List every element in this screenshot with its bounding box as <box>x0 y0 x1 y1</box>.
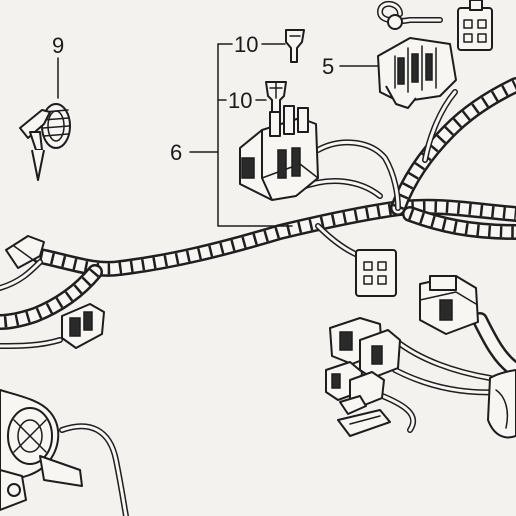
main-harness <box>32 198 516 277</box>
left-lower-connector <box>0 303 105 349</box>
middle-connector-wire <box>315 223 363 259</box>
fuse-box <box>239 105 319 201</box>
top-right-connector <box>457 0 493 51</box>
callout-9: 9 <box>52 33 64 58</box>
callout-5: 5 <box>322 54 334 79</box>
right-large-connector <box>419 275 479 335</box>
callout-10-middle: 10 <box>228 88 252 113</box>
lower-right-wires <box>377 312 516 433</box>
harness-branch-left-lower <box>0 264 103 330</box>
callout-6: 6 <box>170 140 182 165</box>
left-bullet-connector <box>0 235 45 291</box>
regulator <box>377 37 457 109</box>
ignition-switch <box>0 389 129 516</box>
ring-terminal <box>376 1 443 30</box>
harness-branch-right <box>402 206 516 240</box>
middle-connector <box>355 249 397 297</box>
callout-leaders <box>57 43 379 227</box>
callout-10-top: 10 <box>234 32 258 57</box>
clip-fastener <box>19 103 71 181</box>
lower-connector-cluster <box>325 317 401 437</box>
fuse-top <box>285 29 305 63</box>
harness-branch-upper-right <box>390 77 516 216</box>
lower-right-housing <box>487 369 516 439</box>
regulator-wires <box>422 89 458 163</box>
